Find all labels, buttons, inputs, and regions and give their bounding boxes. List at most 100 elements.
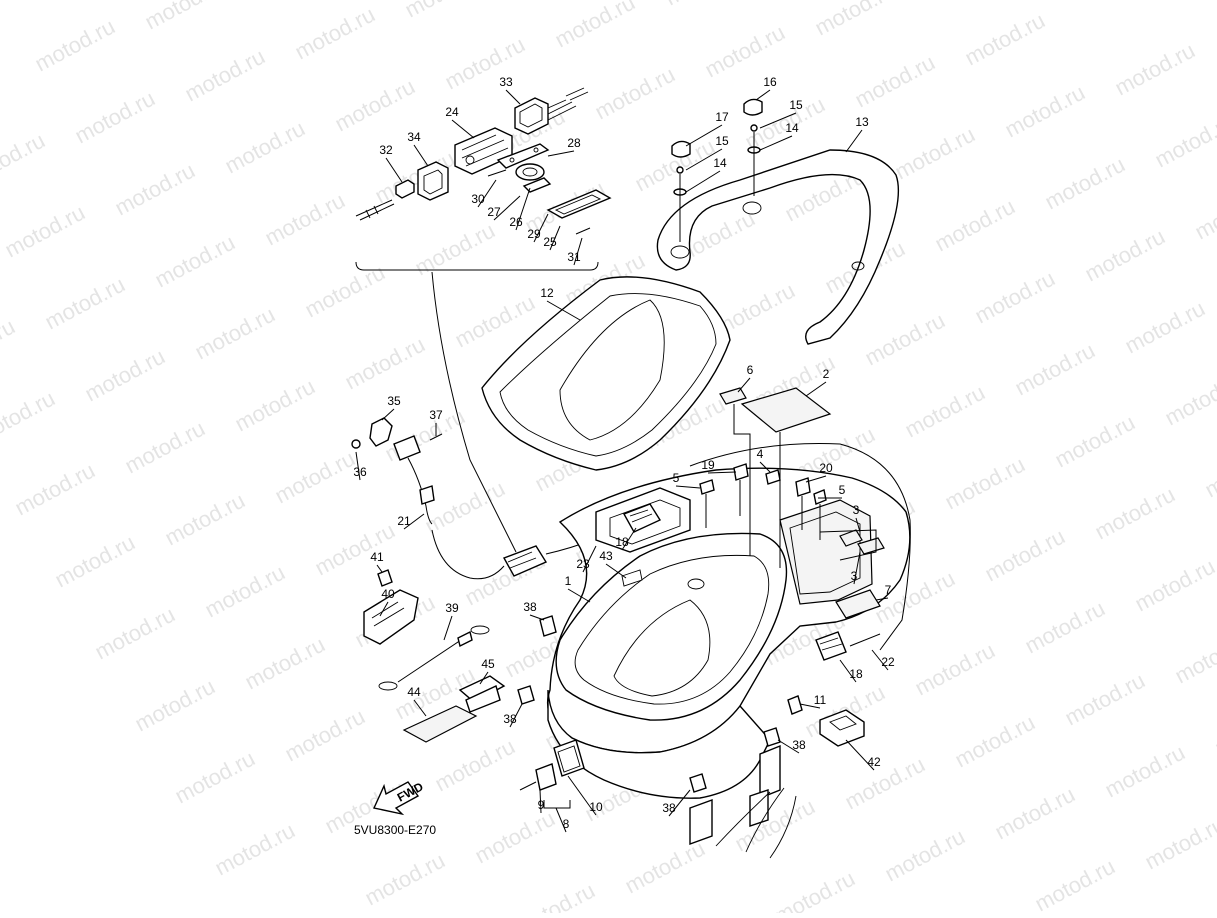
watermark-text: motod.ru [1121,296,1209,359]
leader-line [555,807,567,833]
inset-lock-assembly [355,87,612,271]
part-29-frame [546,189,612,219]
part-number-label: 5 [673,471,680,485]
watermark-text: motod.ru [1061,668,1149,731]
watermark-text: motod.ru [81,344,169,407]
parts-44-45-pads [402,675,506,743]
lock-cable [431,271,517,553]
watermark-text: motod.ru [1211,698,1217,761]
watermark-text: motod.ru [381,404,469,467]
leader-line [385,157,403,183]
watermark-text: motod.ru [951,710,1039,773]
part-number-label: 22 [881,655,895,669]
watermark-text: motod.ru [221,116,309,179]
watermark-text: motod.ru [431,734,519,797]
watermark-text: motod.ru [1191,182,1217,245]
leader-line [451,119,475,139]
part-number-label: 14 [785,121,799,135]
watermark-text: motod.ru [281,704,369,767]
watermark-text: motod.ru [411,218,499,281]
watermark-text: motod.ru [961,8,1049,71]
watermark-text: motod.ru [241,632,329,695]
leader-line [805,475,827,483]
leader-lines [355,89,889,833]
part-number-label: 23 [576,557,590,571]
leader-line [413,144,429,167]
leader-line [685,148,723,171]
part-number-label: 8 [563,817,570,831]
part-number-label: 30 [471,192,485,206]
part-number-label: 13 [855,115,869,129]
leader-line [605,563,627,579]
watermark-text: motod.ru [1101,740,1189,803]
leader-line [403,513,425,530]
watermark-text: motod.ru [201,560,289,623]
watermark-text: motod.ru [1171,626,1217,689]
leader-line [707,471,737,474]
leader-line [533,213,549,243]
leader-line [668,789,691,817]
part-number-label: 7 [885,583,892,597]
watermark-text: motod.ru [291,2,379,65]
watermark-text: motod.ru [151,230,239,293]
watermark-text: motod.ru [1051,410,1139,473]
leader-line [573,237,583,266]
leader-line [853,551,861,585]
watermark-text: motod.ru [881,824,969,887]
watermark-text: motod.ru [1091,482,1179,545]
leader-line [777,739,800,754]
leader-line [839,659,857,683]
part-number-label: 12 [540,286,554,300]
watermark-text: motod.ru [41,272,129,335]
watermark-text: motod.ru [661,0,749,10]
watermark-text: motod.ru [591,62,679,125]
part-number-label: 26 [509,215,523,229]
watermark-text: motod.ru [1201,440,1217,503]
part-13-grab-handle [656,149,900,345]
watermark-text: motod.ru [181,44,269,107]
watermark-text: motod.ru [301,260,389,323]
watermark-text: motod.ru [121,416,209,479]
part-number-label: 9 [538,798,545,812]
watermark-text: motod.ru [0,128,49,191]
part-34-cover [417,161,449,201]
part-number-label: 41 [370,550,384,564]
leader-line [547,150,575,157]
part-28-plate [496,143,550,169]
part-32-key-cylinder [355,179,415,221]
leader-line [737,377,751,393]
parts-40-41-bracket [363,569,419,645]
leader-line [539,789,542,814]
watermark-text: motod.ru [191,302,279,365]
watermark-text: motod.ru [471,806,559,869]
watermark-text: motod.ru [91,602,179,665]
leader-line [685,170,721,193]
part-number-label: 14 [713,156,727,170]
watermark-text: motod.ru [341,332,429,395]
watermark-text: motod.ru [11,458,99,521]
watermark-text: motod.ru [361,848,449,911]
part-number-label: 20 [819,461,833,475]
part-12-tray [481,276,731,471]
part-number-label: 16 [763,75,777,89]
part-number-label: 37 [429,408,443,422]
watermark-text: motod.ru [991,782,1079,845]
leader-line [355,451,361,481]
parts-2-6-pads [719,387,832,568]
watermark-text: motod.ru [1131,554,1217,617]
leader-line [582,545,597,573]
part-1-storage-box [546,467,911,859]
watermark-text: motod.ru [841,752,929,815]
leader-line [759,135,793,151]
leader-line [799,703,821,709]
parts-3-7-pads [819,529,885,619]
part-number-label: 15 [715,134,729,148]
parts-14-17-fasteners [671,98,763,242]
part-number-label: 33 [499,75,513,89]
watermark-text: motod.ru [1031,854,1119,913]
watermark-text: motod.ru [171,746,259,809]
watermark-text: motod.ru [0,0,79,4]
watermark-text: motod.ru [0,314,19,377]
parts-4-5-19-20-fasteners [699,463,827,540]
part-number-label: 45 [481,657,495,671]
